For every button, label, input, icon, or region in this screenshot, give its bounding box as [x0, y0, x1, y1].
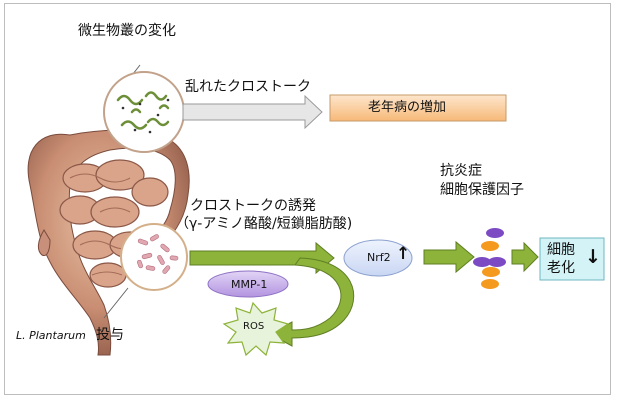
microbiome-change-circle: [103, 64, 185, 153]
curved-green-arrow: [268, 257, 355, 347]
nrf2-oval: [343, 239, 413, 277]
cell-label: 細胞: [547, 242, 575, 258]
aging-disease-box: [329, 94, 507, 122]
green-arrow-to-aging: [511, 241, 539, 273]
bacteria-circle: [103, 223, 188, 319]
cytoprotective-factor-label: 細胞保護因子: [440, 182, 524, 198]
disordered-crosstalk-label: 乱れたクロストーク: [185, 79, 311, 95]
cell-aging-box: [539, 237, 605, 281]
antiinflammatory-label: 抗炎症: [440, 163, 482, 179]
microbiome-change-label: 微生物叢の変化: [78, 23, 176, 39]
aging-disease-label: 老年病の増加: [368, 100, 447, 115]
administration-label: 投与: [96, 327, 124, 343]
crosstalk-induction-label: クロストークの誘発: [190, 198, 316, 214]
mmp1-oval: [207, 270, 289, 298]
ros-label: ROS: [243, 321, 265, 332]
mmp1-label: MMP-1: [231, 278, 268, 291]
protective-factor-molecules: [473, 228, 506, 289]
green-arrow-to-factors: [423, 240, 475, 274]
aging-label: 老化: [547, 260, 575, 276]
gray-arrow: [182, 94, 323, 130]
aging-down-arrow: ↓: [585, 246, 601, 268]
green-arrow-to-nrf2: [189, 241, 335, 275]
species-label: L. Plantarum: [16, 329, 86, 342]
metabolites-label: （γ-アミノ酪酸/短鎖脂肪酸): [175, 216, 353, 232]
nrf2-label: Nrf2: [367, 251, 391, 264]
ros-starburst: [222, 301, 290, 357]
nrf2-up-arrow: ↑: [396, 244, 411, 264]
